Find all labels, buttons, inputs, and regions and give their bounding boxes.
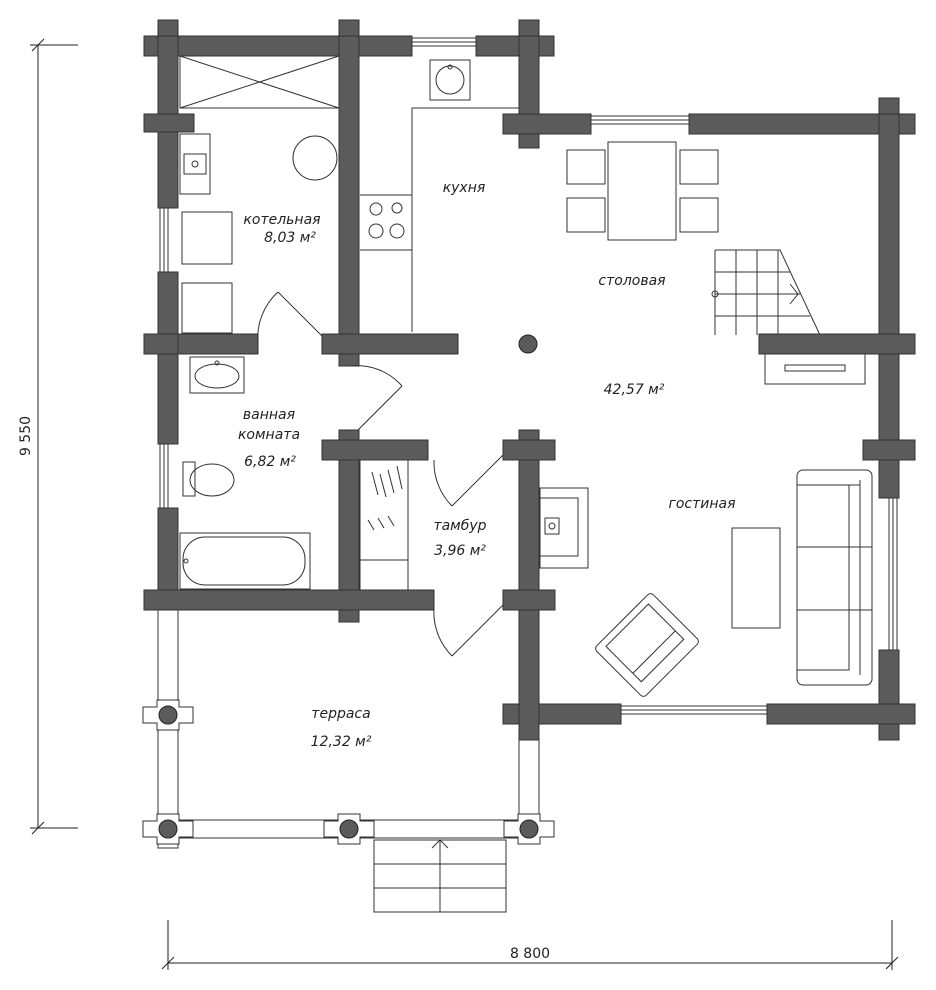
vestibule-label: тамбур: [433, 518, 486, 534]
bathroom-area: 6,82 м²: [244, 454, 296, 470]
boiler-room-area: 8,03 м²: [264, 230, 316, 246]
terrace-railing: [157, 609, 540, 849]
wardrobe: [359, 459, 409, 591]
armchair: [595, 593, 699, 697]
dining-table: [566, 141, 719, 241]
fireplace-icon: [539, 487, 589, 569]
terrace-label: терраса: [311, 706, 370, 722]
terrace-stairs: [373, 839, 507, 913]
bench: [764, 353, 866, 385]
kitchen-sink-icon: [429, 59, 471, 101]
coffee-table: [731, 527, 781, 629]
dimension-width-label: 8 800: [510, 946, 550, 962]
sofa: [796, 469, 873, 686]
stove-icon: [368, 202, 405, 239]
dimension-height: [30, 38, 78, 835]
bathroom-label-line2: комната: [238, 427, 300, 443]
dining-room-label: столовая: [598, 273, 665, 289]
dimension-height-label: 9 550: [18, 416, 34, 456]
vestibule-area: 3,96 м²: [434, 543, 486, 559]
kitchen-label: кухня: [443, 180, 486, 196]
bathroom-fixtures: [179, 356, 311, 590]
dining-room-area: 42,57 м²: [604, 382, 665, 398]
central-column: [518, 334, 538, 354]
terrace-posts: [142, 699, 555, 845]
bathroom-label-line1: ванная: [243, 407, 295, 423]
living-room-label: гостиная: [668, 496, 735, 512]
doors: [257, 291, 504, 657]
windows: [159, 37, 898, 715]
boiler-room-fixtures: [179, 55, 340, 334]
boiler-room-label: котельная: [243, 212, 320, 228]
walls: [143, 19, 916, 741]
staircase: [711, 249, 821, 336]
kitchen-counter: [360, 107, 519, 332]
dimension-width: [161, 920, 899, 970]
terrace-area: 12,32 м²: [311, 734, 372, 750]
